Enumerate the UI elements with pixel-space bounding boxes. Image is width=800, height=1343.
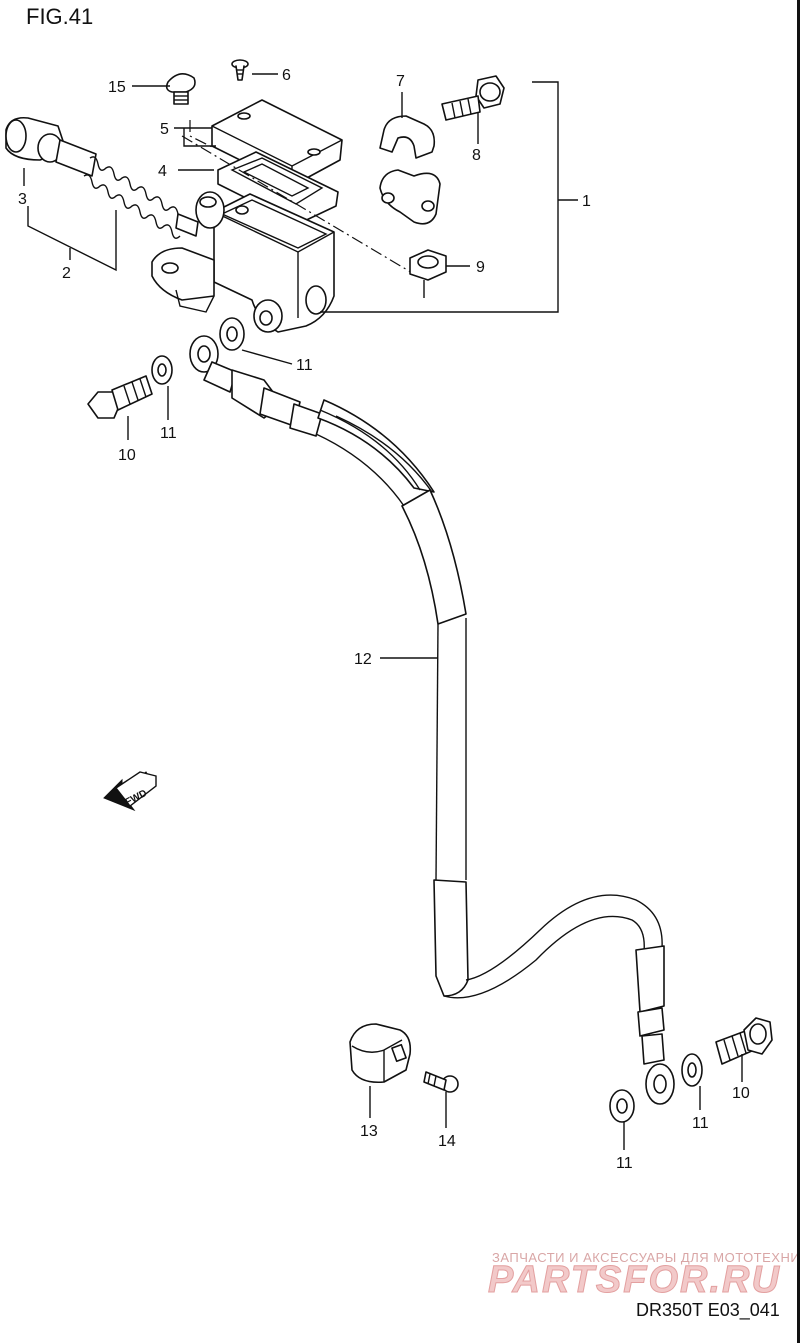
callout-9: 9 <box>476 259 485 276</box>
part-8-bolt <box>441 75 505 121</box>
callout-11-lower-left: 11 <box>616 1155 633 1172</box>
callout-15: 15 <box>108 79 126 96</box>
watermark-tagline: ЗАПЧАСТИ И АКСЕССУАРЫ ДЛЯ МОТОТЕХНИКИ <box>492 1250 800 1265</box>
right-border <box>797 0 800 1343</box>
center-line <box>181 135 415 275</box>
drawing-code: DR350T E03_041 <box>636 1300 780 1321</box>
part-12-brake-hose <box>189 335 675 1105</box>
callout-labels: 15 6 7 8 1 5 4 3 2 9 11 10 11 12 13 14 1… <box>18 67 750 1172</box>
callout-11-upper-left: 11 <box>160 425 177 442</box>
callout-2: 2 <box>62 265 71 282</box>
callout-3: 3 <box>18 191 27 208</box>
part-14-screw <box>423 1071 459 1093</box>
part-9-nut <box>409 249 447 281</box>
callout-1: 1 <box>582 193 591 210</box>
part-4-diaphragm <box>217 151 339 225</box>
callout-6: 6 <box>282 67 291 84</box>
part-10-upper-banjo-bolt <box>87 375 153 419</box>
callout-5: 5 <box>160 121 169 138</box>
callout-13: 13 <box>360 1123 378 1140</box>
callout-10-upper: 10 <box>118 447 136 464</box>
callout-4: 4 <box>158 163 167 180</box>
part-6-screw <box>231 59 249 81</box>
watermark: ЗАПЧАСТИ И АКСЕССУАРЫ ДЛЯ МОТОТЕХНИКИ PA… <box>488 1250 800 1302</box>
callout-14: 14 <box>438 1133 456 1150</box>
part-7-clamp <box>379 115 441 225</box>
callout-11-lower-right: 11 <box>692 1115 709 1132</box>
part-11-upper-washer-left <box>151 355 173 385</box>
part-11-lower-washer-a <box>609 1089 635 1123</box>
figure-title: FIG.41 <box>26 4 93 29</box>
part-11-lower-washer-b <box>681 1053 703 1087</box>
part-10-lower-banjo-bolt <box>715 1017 773 1065</box>
part-15-cap <box>165 73 196 105</box>
part-3-piston-boot <box>5 116 97 177</box>
part-1-master-cylinder <box>151 191 335 333</box>
center-line-cap <box>189 120 215 149</box>
part-11-upper-washer-right <box>219 317 245 351</box>
fwd-arrow-icon: FWD <box>103 771 157 812</box>
callout-11-upper-right: 11 <box>296 357 313 374</box>
callout-7: 7 <box>396 73 405 90</box>
callout-10-lower: 10 <box>732 1085 750 1102</box>
part-2-piston-spring <box>83 156 199 239</box>
leader-lines <box>23 73 743 1150</box>
part-13-hose-clip <box>349 1023 412 1084</box>
callout-8: 8 <box>472 147 481 164</box>
watermark-brand: PARTSFOR.RU <box>488 1259 781 1301</box>
callout-12: 12 <box>354 651 372 668</box>
